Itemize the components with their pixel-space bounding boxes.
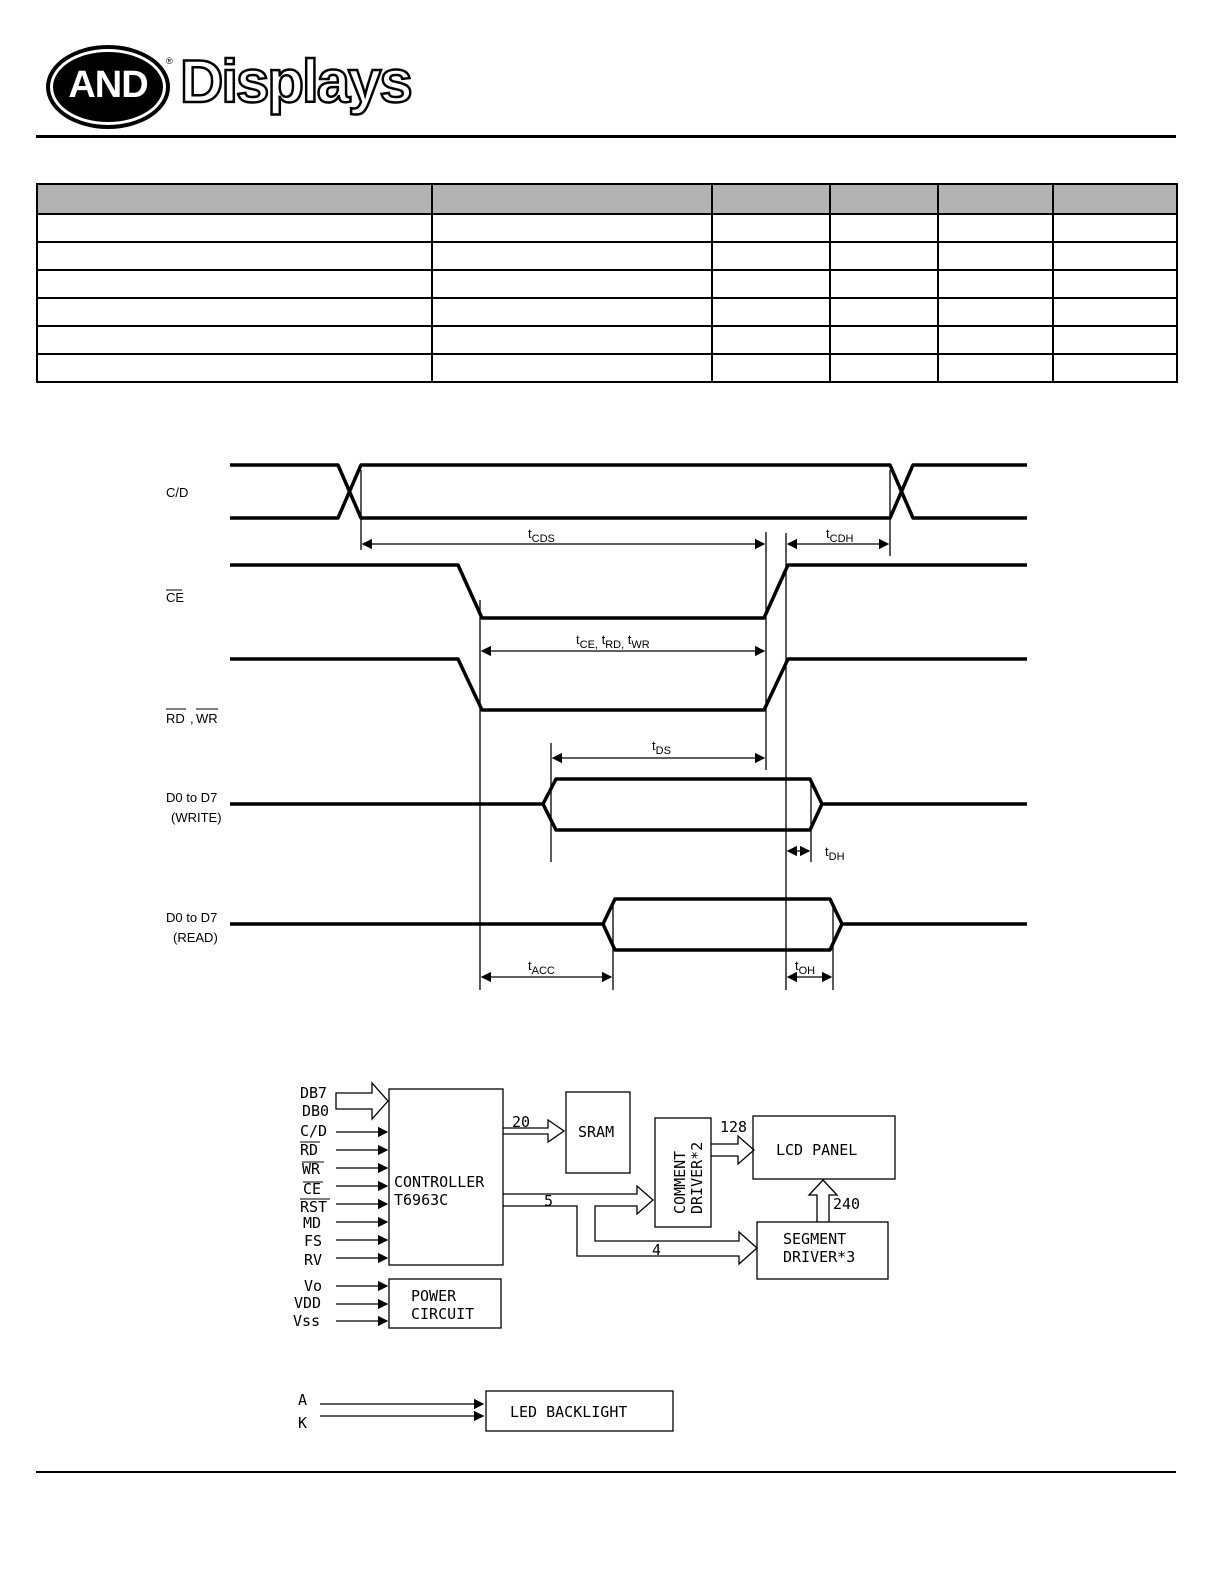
param-tcds: tCDS [528, 526, 555, 545]
waveform-cd [230, 463, 1027, 520]
controller-box [388, 1088, 504, 1266]
power-circuit-box [388, 1278, 502, 1329]
input-label: DB0 [302, 1102, 329, 1120]
panel-col-arrow [807, 1179, 839, 1222]
common-driver-label: COMMENT [671, 1151, 689, 1214]
input-label: RV [304, 1251, 322, 1269]
controller-model: T6963C [394, 1191, 448, 1209]
common-driver-sub: DRIVER*2 [688, 1142, 706, 1214]
timing-dimension-arrows [361, 538, 890, 983]
led-backlight-box [485, 1390, 674, 1432]
sram-bus-arrow [503, 1118, 566, 1144]
param-tacc: tACC [528, 958, 555, 977]
common-bus-arrow [503, 1184, 758, 1266]
param-tdh: tDH [825, 844, 845, 863]
param-tcdh: tCDH [826, 526, 854, 545]
lcd-panel-label: LCD PANEL [776, 1141, 857, 1159]
backlight-input-label: K [298, 1414, 307, 1432]
param-tce-trd-twr: tCE, tRD, tWR [576, 632, 650, 651]
table-row [36, 353, 1178, 383]
sram-bus-label: 20 [512, 1113, 530, 1131]
timing-reference-lines [360, 470, 891, 990]
table-row [36, 213, 1178, 243]
table-row [36, 269, 1178, 299]
waveform-data-write [230, 777, 1027, 832]
power-input-label: Vss [293, 1312, 320, 1330]
signal-label-cd: C/D [166, 485, 188, 500]
power-circuit-sub: CIRCUIT [411, 1305, 474, 1323]
signal-label-dread: D0 to D7 [166, 910, 217, 925]
comma: , [190, 711, 194, 726]
logo-mark: AND [68, 64, 148, 106]
led-backlight-label: LED BACKLIGHT [510, 1403, 627, 1421]
logo-wordmark: Displays [179, 48, 414, 115]
logo-registered-mark: ® [166, 56, 173, 66]
sram-label: SRAM [578, 1123, 614, 1141]
input-label: MD [303, 1214, 321, 1232]
backlight-input-label: A [298, 1391, 307, 1409]
common-bus-label: 5 [544, 1192, 553, 1210]
power-input-label: VDD [294, 1294, 321, 1312]
input-label: RST [300, 1198, 327, 1216]
segment-bus-label: 4 [652, 1241, 661, 1259]
table-row [36, 297, 1178, 327]
lcd-panel-box [752, 1115, 896, 1180]
common-driver-box [654, 1117, 712, 1228]
controller-inputs: DB7 DB0 C/D RD WR CE RST MD FS RV [300, 1084, 330, 1269]
waveform-data-read [230, 897, 1027, 952]
signal-label-rd: RD [166, 711, 185, 726]
waveform-ce [230, 563, 1027, 620]
footer-divider [36, 1471, 1176, 1473]
signal-label-dwrite-sub: (WRITE) [171, 810, 222, 825]
table-header-row [36, 183, 1178, 215]
sram-box [565, 1091, 631, 1174]
input-label: WR [302, 1160, 321, 1178]
header-divider [36, 135, 1176, 138]
controller-label: CONTROLLER [394, 1173, 485, 1191]
param-toh: tOH [795, 958, 815, 977]
page-header: AND ® Displays [0, 0, 1225, 150]
segment-driver-sub: DRIVER*3 [783, 1248, 855, 1266]
control-arrows [336, 1126, 389, 1327]
signal-label-dwrite: D0 to D7 [166, 790, 217, 805]
input-label: FS [304, 1232, 322, 1250]
signal-label-dread-sub: (READ) [173, 930, 218, 945]
segment-driver-label: SEGMENT [783, 1230, 846, 1248]
panel-row-label: 128 [720, 1118, 747, 1136]
logo-oval [46, 45, 170, 129]
param-tds: tDS [652, 738, 671, 757]
input-label: DB7 [300, 1084, 327, 1102]
spec-table [36, 183, 1178, 383]
panel-col-label: 240 [833, 1195, 860, 1213]
table-row [36, 325, 1178, 355]
signal-label-ce: CE [166, 590, 184, 605]
databus-arrow [335, 1081, 389, 1121]
signal-label-wr: WR [196, 711, 218, 726]
segment-driver-box [756, 1221, 889, 1280]
table-row [36, 241, 1178, 271]
input-label: CE [303, 1180, 321, 1198]
power-circuit-label: POWER [411, 1287, 457, 1305]
panel-row-arrow [711, 1134, 755, 1166]
input-label: RD [300, 1141, 318, 1159]
power-input-label: Vo [304, 1277, 322, 1295]
waveform-rd-wr [230, 657, 1027, 712]
input-label: C/D [300, 1122, 327, 1140]
